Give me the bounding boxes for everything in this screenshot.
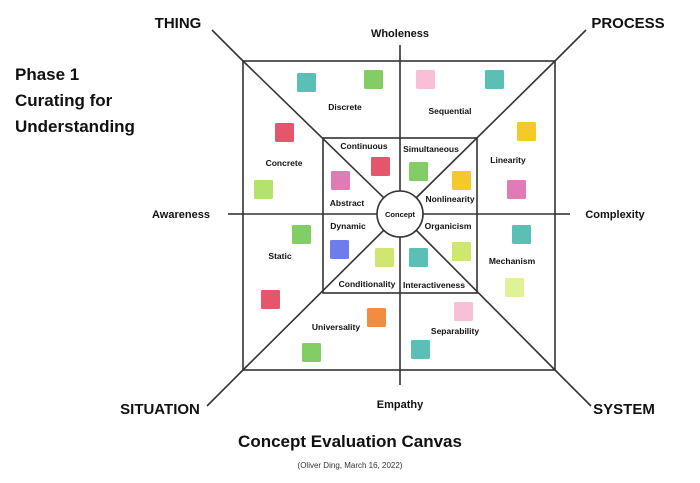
sticky-note[interactable] (330, 240, 349, 259)
segment-label-nonlinearity: Nonlinearity (425, 194, 474, 204)
center-label-concept: Concept (385, 210, 416, 219)
canvas-title: Concept Evaluation Canvas (238, 432, 462, 451)
sticky-note[interactable] (411, 340, 430, 359)
sticky-note[interactable] (505, 278, 524, 297)
segment-label-separability: Separability (431, 326, 479, 336)
sticky-note[interactable] (364, 70, 383, 89)
phase-line-3: Understanding (15, 117, 135, 136)
diagonal-bl (242, 229, 385, 371)
axis-label-empathy: Empathy (377, 399, 424, 411)
segment-label-simultaneous: Simultaneous (403, 144, 459, 154)
segment-label-static: Static (268, 251, 291, 261)
sticky-note[interactable] (331, 171, 350, 190)
segment-label-continuous: Continuous (340, 141, 387, 151)
sticky-note[interactable] (485, 70, 504, 89)
corner-line-system (554, 369, 592, 407)
sticky-note[interactable] (292, 225, 311, 244)
phase-heading: Phase 1 Curating for Understanding (15, 62, 135, 140)
corner-label-situation: SITUATION (120, 401, 200, 418)
diagonal-tl (242, 60, 385, 199)
segment-label-concrete: Concrete (266, 158, 303, 168)
sticky-notes (254, 70, 536, 362)
axis-label-awareness: Awareness (152, 209, 210, 221)
segment-label-discrete: Discrete (328, 102, 362, 112)
segment-label-abstract: Abstract (330, 198, 365, 208)
segment-label-dynamic: Dynamic (330, 221, 366, 231)
corner-line-situation (206, 369, 244, 407)
diagonal-br (415, 229, 556, 371)
axis-label-complexity: Complexity (585, 209, 645, 221)
sticky-note[interactable] (375, 248, 394, 267)
diagonal-tr (415, 60, 556, 199)
sticky-note[interactable] (512, 225, 531, 244)
segment-label-interactiveness: Interactiveness (403, 280, 465, 290)
sticky-note[interactable] (416, 70, 435, 89)
sticky-note[interactable] (452, 171, 471, 190)
corner-label-system: SYSTEM (593, 401, 655, 418)
segment-label-conditionality: Conditionality (339, 279, 396, 289)
sticky-note[interactable] (517, 122, 536, 141)
segment-label-universality: Universality (312, 322, 360, 332)
segment-label-organicism: Organicism (425, 221, 472, 231)
segment-label-mechanism: Mechanism (489, 256, 536, 266)
sticky-note[interactable] (371, 157, 390, 176)
outer-frame (242, 60, 556, 371)
corner-line-process (554, 29, 587, 62)
segment-label-linearity: Linearity (490, 155, 526, 165)
sticky-note[interactable] (297, 73, 316, 92)
sticky-note[interactable] (302, 343, 321, 362)
sticky-note[interactable] (261, 290, 280, 309)
sticky-note[interactable] (454, 302, 473, 321)
sticky-note[interactable] (275, 123, 294, 142)
segment-label-sequential: Sequential (429, 106, 472, 116)
axis-label-wholeness: Wholeness (371, 28, 429, 40)
concept-circle (376, 190, 424, 238)
phase-line-2: Curating for (15, 91, 113, 110)
sticky-note[interactable] (409, 162, 428, 181)
sticky-note[interactable] (409, 248, 428, 267)
corner-label-process: PROCESS (591, 15, 664, 32)
diagram-lines (206, 29, 592, 407)
corner-line-thing (211, 29, 244, 62)
sticky-note[interactable] (254, 180, 273, 199)
sticky-note[interactable] (367, 308, 386, 327)
sticky-note[interactable] (507, 180, 526, 199)
sticky-note[interactable] (452, 242, 471, 261)
canvas-credit: (Oliver Ding, March 16, 2022) (297, 461, 403, 470)
corner-label-thing: THING (155, 15, 202, 32)
phase-line-1: Phase 1 (15, 65, 80, 84)
